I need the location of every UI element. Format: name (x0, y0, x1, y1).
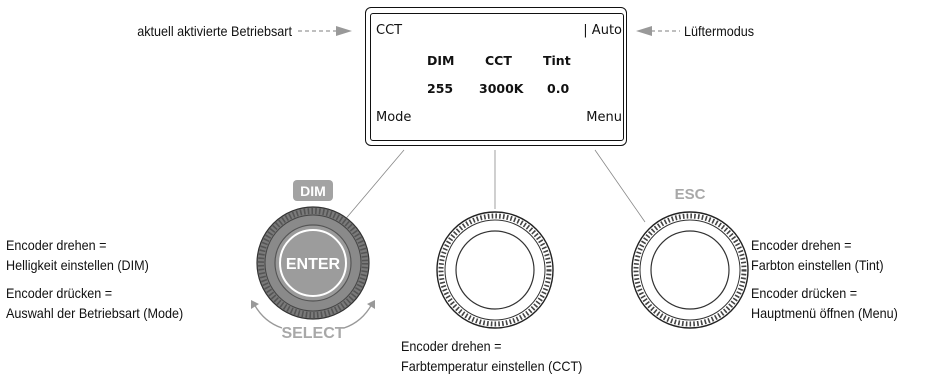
dim-badge (293, 180, 333, 201)
annotation-middle-rotate-desc: Farbtemperatur einstellen (CCT) (401, 358, 583, 374)
knob-right[interactable]: ESC (628, 183, 758, 335)
select-label: SELECT (281, 325, 344, 340)
knob-left[interactable]: DIM ENTER SELECT (238, 176, 388, 340)
display-value-cct: 3000K (479, 81, 524, 96)
annotation-left-press-desc: Auswahl der Betriebsart (Mode) (6, 305, 184, 321)
display-screen: CCT | Auto DIM CCT Tint 255 3000K 0.0 Mo… (370, 13, 624, 141)
display-bezel (365, 7, 627, 146)
display-value-tint: 0.0 (547, 81, 570, 96)
connector-right (594, 149, 646, 223)
annotation-right-press-desc: Hauptmenü öffnen (Menu) (751, 305, 898, 321)
display-softkey-menu[interactable]: Menu (586, 110, 622, 125)
esc-label: ESC (675, 186, 706, 203)
annotation-right-rotate-desc: Farbton einstellen (Tint) (751, 257, 884, 273)
connector-left (342, 149, 405, 223)
annotation-right-press: Encoder drücken = (751, 285, 858, 301)
display-mode-current: CCT (376, 23, 403, 38)
dim-badge-label: DIM (300, 183, 326, 199)
display-header-tint: Tint (543, 53, 571, 68)
enter-label: ENTER (286, 256, 341, 273)
display-header-cct: CCT (485, 53, 512, 68)
display-softkey-mode[interactable]: Mode (376, 110, 412, 125)
arrow-head-right (636, 26, 652, 36)
annotation-middle-rotate: Encoder drehen = (401, 338, 502, 354)
arrow-head-left (336, 26, 352, 36)
annotation-left-rotate-desc: Helligkeit einstellen (DIM) (6, 257, 149, 273)
annotation-fan-mode: Lüftermodus (684, 23, 755, 39)
display-value-dim: 255 (427, 81, 454, 96)
annotation-current-mode: aktuell aktivierte Betriebsart (137, 23, 292, 39)
display-fan-mode: | Auto (583, 23, 622, 38)
enter-button[interactable] (279, 229, 347, 297)
rotate-arrow-left (253, 303, 283, 329)
annotation-left-rotate: Encoder drehen = (6, 237, 107, 253)
annotation-right-rotate: Encoder drehen = (751, 237, 852, 253)
knob-middle[interactable] (430, 205, 560, 335)
rotate-arrow-right (343, 303, 373, 329)
display-header-dim: DIM (427, 53, 455, 68)
annotation-left-press: Encoder drücken = (6, 285, 113, 301)
